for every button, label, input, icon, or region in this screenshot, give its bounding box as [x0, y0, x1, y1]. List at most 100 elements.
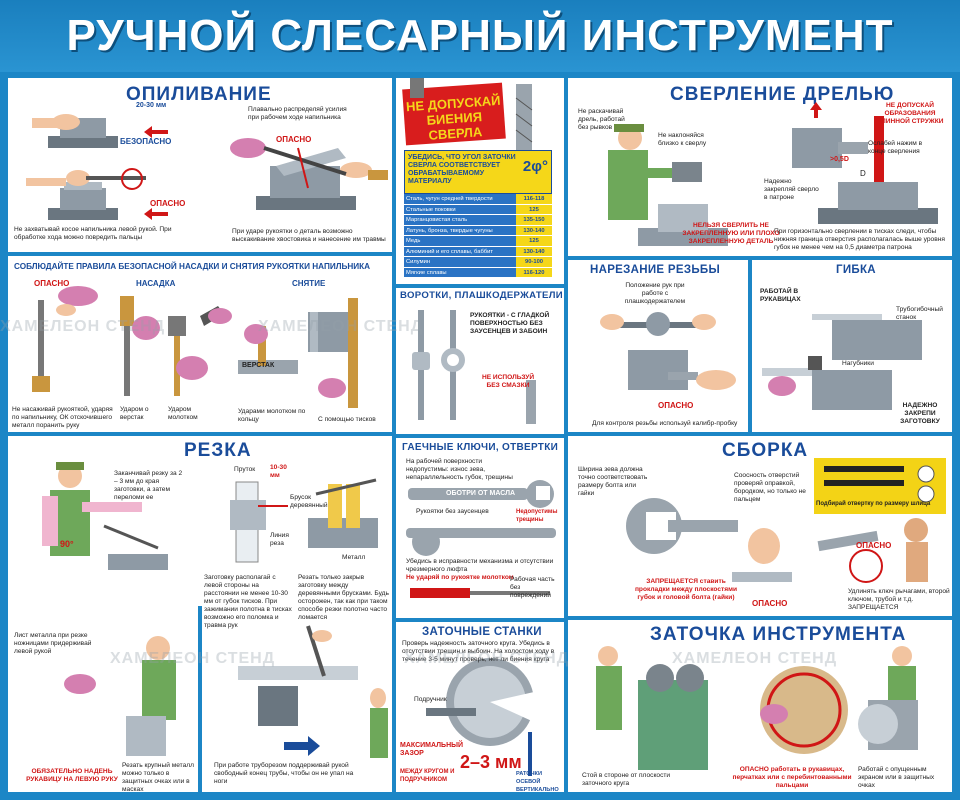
assembly-cap-4: ЗАПРЕЩАЕТСЯ ставить прокладки между плос…	[634, 578, 738, 601]
assembly-illustration	[626, 465, 935, 583]
sharpening-title: ЗАТОЧКА ИНСТРУМЕНТА	[650, 624, 907, 645]
bending-cap-4: НАДЕЖНО ЗАКРЕПИ ЗАГОТОВКУ	[900, 402, 940, 425]
wrenches-note-2: ОБОТРИ ОТ МАСЛА	[446, 490, 516, 497]
grinders-illustration	[426, 658, 534, 776]
cutting-cap-2: Заготовку располагай с левой стороны на …	[204, 574, 292, 629]
drill-table-angle-value: 90-100	[516, 257, 552, 268]
panel-bending: ГИБКА РАБОТАЙ В РУКАВИЦАХ Трубогибочный …	[752, 260, 952, 432]
threading-cap-1: Положение рук при работе с плашкодержате…	[624, 282, 686, 305]
drill-table-angle-value: 125	[516, 236, 552, 247]
cutting-illustration	[42, 462, 388, 792]
assembly-cap-5: Удлинять ключ рычагами, второй ключом, т…	[848, 588, 950, 611]
sharpening-cap-1: Стой в стороне от плоскости заточного кр…	[582, 772, 671, 787]
filing-dist: 20-30 мм	[136, 102, 167, 109]
panel-handle: СОБЛЮДАЙТЕ ПРАВИЛА БЕЗОПАСНОЙ НАСАДКИ И …	[8, 256, 392, 432]
bending-cap-1: РАБОТАЙ В РУКАВИЦАХ	[760, 288, 801, 303]
filing-title: ОПИЛИВАНИЕ	[126, 84, 272, 105]
drill-table-material: Мягкие сплавы	[404, 267, 516, 278]
handle-cap-5: С помощью тисков	[318, 416, 376, 423]
assembly-cap-3: Подбирай отвертку по размеру шлица	[816, 501, 931, 507]
cutting-line: Линия реза	[270, 532, 289, 547]
filing-danger-1: ОПАСНО	[150, 199, 186, 208]
panel-assembly: СБОРКА Ширина зева должна точно соответс…	[568, 436, 952, 616]
threading-illustration	[600, 312, 736, 390]
page-title: РУЧНОЙ СЛЕСАРНЫЙ ИНСТРУМЕНТ	[66, 11, 894, 60]
drill-table-material: Латунь, бронза, твердые чугуны	[404, 225, 516, 236]
handle-bench: ВЕРСТАК	[242, 362, 275, 369]
panel-grinders: ЗАТОЧНЫЕ СТАНКИ Проверь надежность заточ…	[396, 622, 564, 792]
filing-illustration	[26, 114, 388, 220]
filing-note-right: При ударе рукоятки о деталь возможно выс…	[232, 228, 386, 243]
assembly-title: СБОРКА	[722, 440, 809, 461]
drill-table-angle-value: 130-140	[516, 225, 552, 236]
watermark-4: ХАМЕЛЕОН СТЕНД	[404, 650, 570, 667]
grinders-rest: Подручник	[414, 696, 447, 703]
grinders-gap-note: МЕЖДУ КРУГОМ И ПОДРУЧНИКОМ	[400, 769, 455, 783]
wrenches-illustration	[406, 480, 556, 598]
drilling-cap-3: НЕЛЬЗЯ СВЕРЛИТЬ НЕ ЗАКРЕПЛЕННУЮ ИЛИ ПЛОХ…	[682, 222, 780, 245]
filing-danger-2: ОПАСНО	[276, 135, 312, 144]
cutting-angle: 90°	[60, 539, 74, 549]
drill-table-material: Алюминий и его сплавы, баббит	[404, 246, 516, 257]
grinders-right: РАТОЧКИ ОСЕВОЙ ВЕРТИКАЛЬНО	[516, 771, 559, 792]
taps-note: РУКОЯТКИ - С ГЛАДКОЙ ПОВЕРХНОСТЬЮ БЕЗ ЗА…	[470, 312, 550, 335]
handle-illustration	[32, 286, 358, 408]
cutting-cap-6: Резать крупный металл можно только в защ…	[122, 762, 194, 792]
assembly-cap-2: Соосность отверстий проверяй оправкой, б…	[734, 472, 806, 503]
grinders-mm: 2–3 мм	[460, 752, 522, 772]
wrenches-note-5: Убедись в исправности механизма и отсутс…	[406, 558, 554, 573]
drill-table-angle-value: 130-140	[516, 246, 552, 257]
drilling-dim: >0,5D	[830, 156, 849, 163]
threading-danger: ОПАСНО	[658, 401, 694, 410]
cutting-cap-1: Заканчивай резку за 2 – 3 мм до края заг…	[114, 470, 183, 501]
drill-table-material: Марганцовистая сталь	[404, 215, 516, 226]
sharpening-cap-3: Работай с опущенным экраном или в защитн…	[858, 766, 935, 789]
cutting-cap-4: Лист металла при резке ножницами придерж…	[14, 632, 92, 655]
filing-safe: БЕЗОПАСНО	[120, 137, 172, 146]
bending-title: ГИБКА	[836, 264, 876, 276]
cutting-title: РЕЗКА	[184, 440, 252, 461]
panel-cutting: РЕЗКА 90° Пруто	[8, 436, 392, 792]
cutting-rod: Пруток	[234, 466, 256, 473]
taps-title: ВОРОТКИ, ПЛАШКОДЕРЖАТЕЛИ	[400, 290, 563, 301]
handle-mount: НАСАДКА	[136, 279, 176, 288]
drilling-cap-7: При горизонтально сверлении в тисках сле…	[774, 228, 945, 251]
taps-warn: НЕ ИСПОЛЬЗУЙ БЕЗ СМАЗКИ	[481, 374, 535, 389]
bending-illustration	[762, 314, 922, 410]
drill-table-head-text: УБЕДИСЬ, ЧТО УГОЛ ЗАТОЧКИ СВЕРЛА СООТВЕТ…	[408, 154, 516, 185]
handle-cap-2: Ударом о верстак	[120, 406, 149, 421]
cutting-block: Брусок деревянный	[290, 494, 328, 509]
panel-filing: ОПИЛИВАНИЕ 20-30 мм БЕЗОПАСНО ОПАСНО ОПА…	[8, 78, 392, 252]
wrenches-title: ГАЕЧНЫЕ КЛЮЧИ, ОТВЕРТКИ	[402, 442, 559, 453]
bending-cap-2: Трубогибочный станок	[896, 306, 943, 321]
drilling-d: D	[860, 169, 866, 178]
drill-table-material: Сталь, чугун средней твердости	[404, 194, 516, 205]
handle-cap-1: Не насаживай рукояткой, ударяя по напиль…	[12, 406, 113, 429]
panel-threading: НАРЕЗАНИЕ РЕЗЬБЫ Положение рук при работ…	[568, 260, 748, 432]
cutting-dist: 10-30 мм	[270, 464, 287, 479]
watermark-5: ХАМЕЛЕОН СТЕНД	[672, 650, 838, 667]
drill-table-material: Стальные поковки	[404, 204, 516, 215]
threading-title: НАРЕЗАНИЕ РЕЗЬБЫ	[590, 264, 721, 276]
taps-illustration	[412, 310, 536, 424]
drill-table-material: Силумин	[404, 257, 516, 268]
assembly-danger-1: ОПАСНО	[752, 599, 788, 608]
assembly-cap-1: Ширина зева должна точно соответствовать…	[578, 466, 648, 497]
wrenches-note-1: На рабочей поверхности недопустимы: изно…	[406, 458, 513, 481]
drilling-cap-2: Не наклоняйся близко к сверлу	[658, 132, 707, 147]
sharpening-illustration	[596, 646, 918, 770]
handle-title: СОБЛЮДАЙТЕ ПРАВИЛА БЕЗОПАСНОЙ НАСАДКИ И …	[14, 262, 371, 271]
cutting-cap-7: При работе труборезом поддерживай рукой …	[214, 762, 354, 785]
panel-wrenches: ГАЕЧНЫЕ КЛЮЧИ, ОТВЕРТКИ На рабочей повер…	[396, 438, 564, 618]
wrenches-note-4: Недопустимы трещины	[516, 509, 558, 523]
drill-table-material: Медь	[404, 236, 516, 247]
cutting-cap-5: ОБЯЗАТЕЛЬНО НАДЕНЬ РУКАВИЦУ НА ЛЕВУЮ РУК…	[26, 768, 118, 783]
watermark-2: ХАМЕЛЕОН СТЕНД	[258, 318, 424, 335]
